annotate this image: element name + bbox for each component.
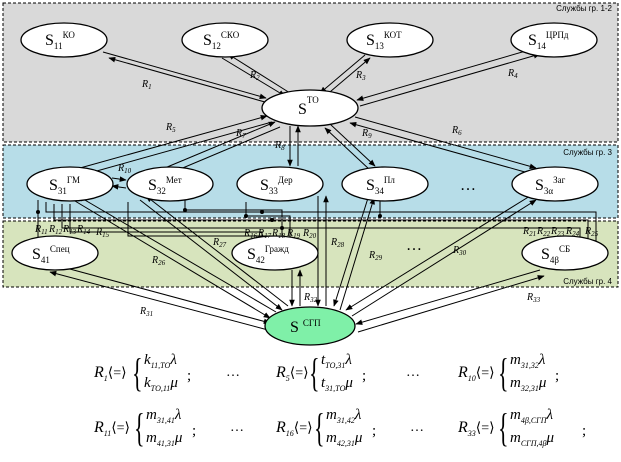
- svg-text:R30: R30: [452, 245, 467, 257]
- svg-text:S34Пл: S34Пл: [366, 175, 395, 196]
- svg-text:R7: R7: [235, 128, 246, 140]
- svg-text:S14ЦРПд: S14ЦРПд: [528, 30, 569, 51]
- band-group-4-title: Службы гр. 4: [563, 277, 612, 286]
- node-s11: S11КО: [20, 22, 108, 58]
- svg-text:R26: R26: [151, 255, 166, 267]
- node-s41: S41Спец: [11, 235, 99, 271]
- svg-text:R23: R23: [550, 226, 565, 238]
- node-s32: S32Мет: [126, 166, 214, 202]
- formula-r11: R11⟨=⟩ { m31,41λ m41,31μ ;: [94, 405, 197, 450]
- svg-text:R14: R14: [76, 224, 91, 236]
- node-s3a: S3αЗаг: [511, 166, 599, 202]
- band-group-3-title: Службы гр. 3: [563, 148, 612, 157]
- group4-ellipsis: …: [406, 237, 424, 254]
- formula-r1: R1⟨=⟩ { k11,ТОλ kТО,11μ ;: [94, 350, 192, 395]
- svg-text:R8: R8: [274, 140, 285, 152]
- svg-text:S42Гражд: S42Гражд: [247, 244, 289, 265]
- svg-text:R28: R28: [330, 237, 345, 249]
- formula-dots-4: …: [410, 420, 426, 435]
- svg-text:S11КО: S11КО: [45, 30, 75, 51]
- formula-r10: R10⟨=⟩ { m31,32λ m32,31μ ;: [458, 350, 560, 395]
- svg-text:R29: R29: [368, 250, 383, 262]
- svg-text:S41Спец: S41Спец: [32, 244, 70, 265]
- band-group-1-2-title: Службы гр. 1-2: [556, 4, 612, 13]
- svg-text:R17: R17: [257, 228, 272, 240]
- node-s42: S42Гражд: [231, 235, 319, 271]
- svg-text:S33Дер: S33Дер: [260, 175, 293, 196]
- formula-r33: R33⟨=⟩ { m4β,СГПλ mСГП,4βμ ;: [458, 405, 587, 450]
- svg-text:S12СКО: S12СКО: [203, 30, 240, 51]
- edges: [36, 47, 597, 333]
- group3-ellipsis: …: [460, 177, 478, 194]
- svg-text:R9: R9: [361, 128, 372, 140]
- node-s33: S33Дер: [236, 166, 324, 202]
- svg-text:R16: R16: [243, 228, 258, 240]
- formula-dots-2: …: [406, 365, 422, 380]
- svg-text:R24: R24: [565, 226, 580, 238]
- formula-r5: R5⟨=⟩ { tТО,31λ t31,ТОμ ;: [276, 350, 367, 395]
- svg-text:R10: R10: [117, 163, 132, 175]
- svg-text:R20: R20: [302, 228, 317, 240]
- svg-text:R27: R27: [212, 237, 227, 249]
- svg-text:R11: R11: [34, 224, 48, 236]
- node-s13: S13КОТ: [346, 22, 434, 58]
- relation-labels: R1 R2 R3 R4 R5 R6 R7 R8 R9 R10 R11 R12 R…: [34, 68, 599, 318]
- formula-dots-3: …: [230, 420, 246, 435]
- svg-text:R3: R3: [355, 70, 366, 82]
- node-s4b: S4βСБ: [521, 235, 609, 271]
- svg-text:R19: R19: [286, 228, 301, 240]
- svg-text:R6: R6: [451, 125, 462, 137]
- svg-text:S32Мет: S32Мет: [148, 175, 182, 196]
- svg-text:R22: R22: [536, 226, 551, 238]
- node-sto: SТО: [261, 89, 359, 127]
- svg-text:R21: R21: [522, 226, 536, 238]
- svg-text:S3αЗаг: S3αЗаг: [535, 175, 566, 196]
- svg-text:S13КОТ: S13КОТ: [366, 30, 402, 51]
- svg-text:S31ГМ: S31ГМ: [49, 175, 80, 196]
- svg-text:SТО: SТО: [298, 95, 319, 118]
- formula-r16: R16⟨=⟩ { m31,42λ m42,31μ ;: [276, 405, 377, 450]
- node-s14: S14ЦРПд: [510, 22, 598, 58]
- svg-text:R31: R31: [139, 306, 153, 318]
- node-s31: S31ГМ: [26, 166, 114, 202]
- node-s34: S34Пл: [341, 166, 429, 202]
- svg-text:R32: R32: [303, 292, 318, 304]
- svg-text:R25: R25: [584, 226, 599, 238]
- svg-text:R15: R15: [95, 227, 110, 239]
- svg-text:R33: R33: [526, 292, 541, 304]
- svg-text:R4: R4: [507, 68, 518, 80]
- svg-text:S4βСБ: S4βСБ: [541, 244, 570, 265]
- svg-text:R2: R2: [249, 70, 260, 82]
- svg-text:R13: R13: [62, 224, 77, 236]
- svg-text:R12: R12: [48, 224, 63, 236]
- node-s12: S12СКО: [181, 22, 269, 58]
- svg-text:R5: R5: [165, 122, 176, 134]
- svg-text:R18: R18: [271, 228, 286, 240]
- svg-text:R1: R1: [141, 79, 152, 91]
- formula-dots-1: …: [226, 365, 242, 380]
